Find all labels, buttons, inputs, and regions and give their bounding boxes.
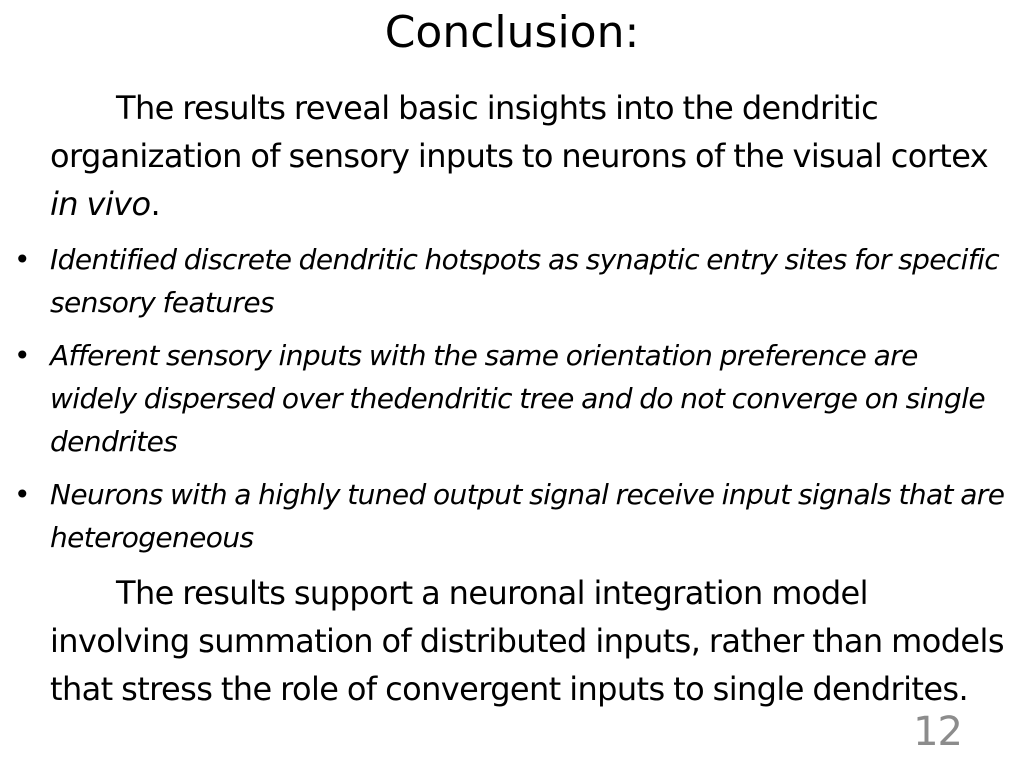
bullet-item: • Neurons with a highly tuned output sig… (10, 473, 1008, 559)
bullet-marker: • (14, 478, 31, 511)
closing-paragraph: The results support a neuronal integrati… (50, 574, 1004, 708)
bullet-marker: • (14, 339, 31, 372)
bullet-list: • Identified discrete dendritic hotspots… (10, 238, 1008, 559)
intro-text: The results reveal basic insights into t… (50, 89, 989, 175)
bullet-item: • Identified discrete dendritic hotspots… (10, 238, 1008, 324)
bullet-marker: • (14, 243, 31, 276)
intro-emphasis: in vivo (50, 185, 151, 223)
bullet-text: Identified discrete dendritic hotspots a… (50, 243, 1000, 319)
page-number: 12 (913, 709, 963, 755)
bullet-text: Neurons with a highly tuned output signa… (50, 478, 1005, 554)
slide-title: Conclusion: (384, 7, 640, 58)
intro-paragraph: The results reveal basic insights into t… (50, 84, 1008, 228)
bullet-item: • Afferent sensory inputs with the same … (10, 334, 1008, 463)
intro-period: . (150, 185, 161, 223)
bullet-text: Afferent sensory inputs with the same or… (50, 339, 986, 458)
slide-content: The results reveal basic insights into t… (10, 84, 1008, 723)
